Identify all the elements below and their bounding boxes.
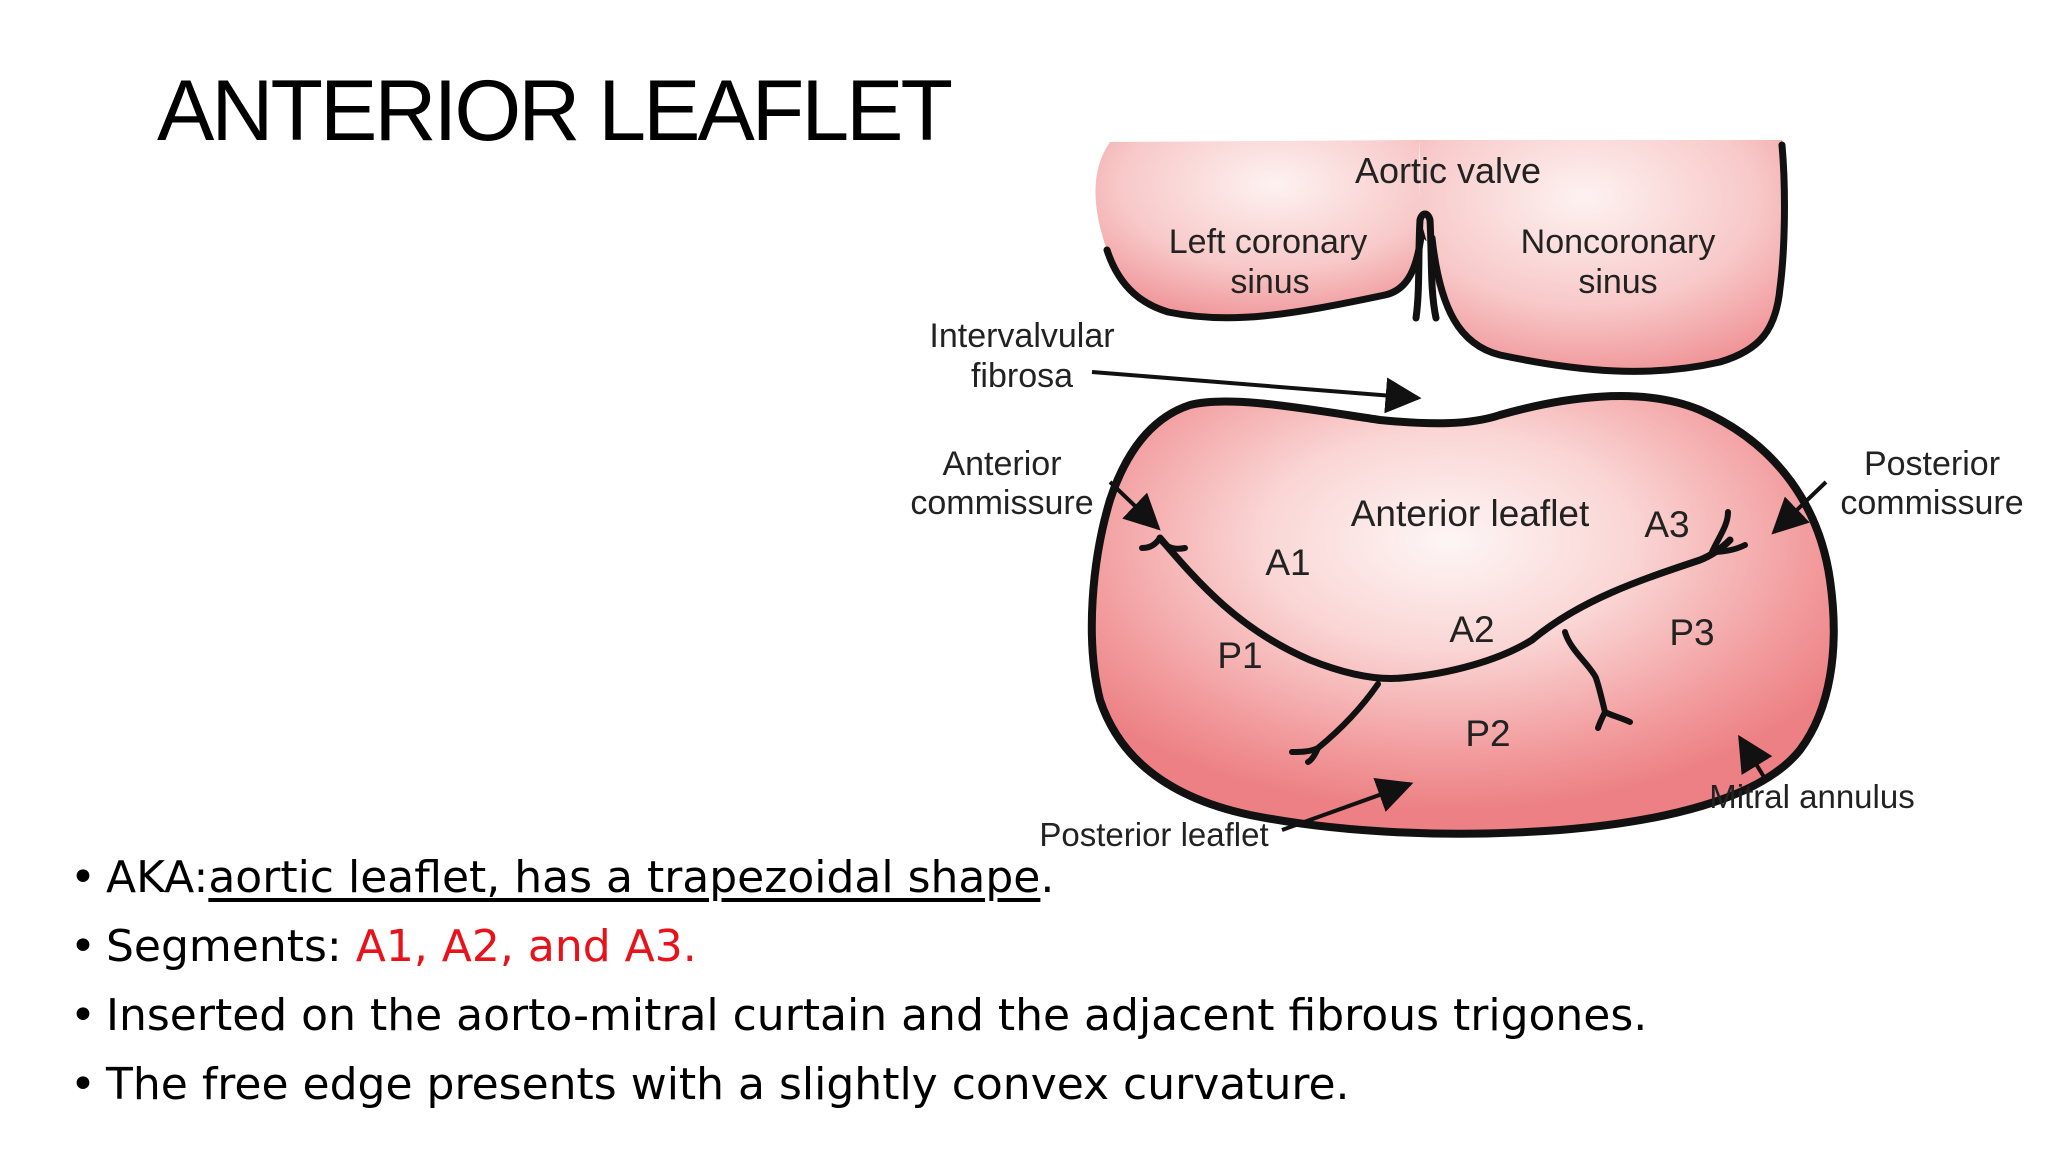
label-posterior-commissure-line1: Posterior: [1864, 445, 2000, 483]
bullet-dot: •: [70, 921, 96, 972]
bullet-segments: •Segments: A1, A2, and A3.: [70, 912, 1647, 981]
label-left-coronary-sinus-line2: sinus: [1230, 263, 1309, 301]
noncoronary-sinus-outline: [1428, 141, 1788, 375]
label-noncoronary-sinus-line2: sinus: [1578, 263, 1657, 301]
label-noncoronary-sinus-line1: Noncoronary: [1521, 223, 1716, 261]
label-intervalvular-fibrosa-line1: Intervalvular: [929, 317, 1114, 355]
noncoronary-sinus-cusp: [1420, 140, 1785, 372]
p1-p2-indentation: [1289, 681, 1381, 765]
label-posterior-commissure-line2: commissure: [1840, 484, 2023, 522]
bullet-list: •AKA:aortic leaflet, has a trapezoidal s…: [70, 843, 1647, 1119]
bullet-aka: •AKA:aortic leaflet, has a trapezoidal s…: [70, 843, 1647, 912]
slide-title: ANTERIOR LEAFLET: [157, 63, 953, 159]
aortic-sinus-commissure: [1412, 210, 1440, 322]
posterior-commissure-fork: [1709, 509, 1748, 555]
label-left-coronary-sinus-line1: Left coronary: [1169, 223, 1367, 261]
mitral-valve-body: [1087, 392, 1838, 838]
arrow-mitral-annulus: [1738, 734, 1773, 779]
arrow-posterior-leaflet: [1281, 778, 1414, 832]
label-intervalvular-fibrosa-line2: fibrosa: [971, 357, 1073, 395]
bullet-free-edge-text: The free edge presents with a slightly c…: [106, 1059, 1350, 1110]
label-anterior-leaflet: Anterior leaflet: [1351, 493, 1590, 534]
bullet-aka-prefix: AKA:: [106, 852, 209, 903]
arrow-anterior-commissure: [1108, 480, 1161, 531]
bullet-dot: •: [70, 852, 96, 903]
label-mitral-annulus: Mitral annulus: [1709, 778, 1914, 815]
bullet-free-edge: •The free edge presents with a slightly …: [70, 1050, 1647, 1119]
bullet-dot: •: [70, 990, 96, 1041]
label-anterior-commissure-line1: Anterior: [942, 445, 1061, 483]
label-segment-a1: A1: [1265, 542, 1310, 583]
left-coronary-sinus-cusp: [1095, 140, 1422, 318]
label-segment-a3: A3: [1644, 504, 1689, 545]
label-segment-p1: P1: [1217, 635, 1262, 676]
bullet-aka-underlined: aortic leaflet, has a trapezoidal shape: [208, 852, 1041, 903]
bullet-inserted: •Inserted on the aorto-mitral curtain an…: [70, 981, 1647, 1050]
label-anterior-commissure-line2: commissure: [910, 484, 1093, 522]
bullet-dot: •: [70, 1059, 96, 1110]
label-aortic-valve: Aortic valve: [1355, 150, 1541, 191]
label-segment-p3: P3: [1669, 612, 1714, 653]
bullet-segments-highlight: A1, A2, and A3.: [355, 921, 697, 972]
bullet-aka-suffix: .: [1040, 852, 1055, 903]
label-segment-p2: P2: [1465, 713, 1510, 754]
bullet-segments-prefix: Segments:: [106, 921, 356, 972]
arrow-intervalvular-fibrosa: [1091, 370, 1422, 414]
label-posterior-leaflet: Posterior leaflet: [1039, 816, 1268, 853]
arrow-posterior-commissure: [1771, 480, 1828, 535]
bullet-inserted-text: Inserted on the aorto-mitral curtain and…: [106, 990, 1648, 1041]
p2-p3-indentation: [1562, 629, 1633, 731]
anterior-commissure-fork: [1139, 535, 1188, 552]
coaptation-line: [1156, 534, 1734, 682]
label-segment-a2: A2: [1449, 609, 1494, 650]
